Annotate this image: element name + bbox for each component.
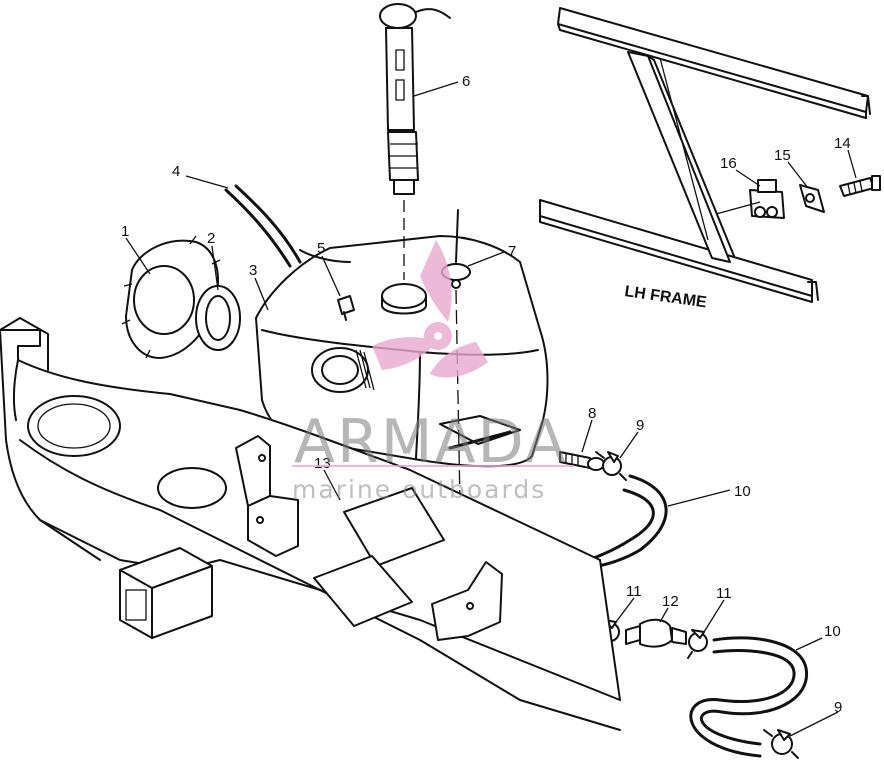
hose-clamp-11-right (687, 629, 708, 659)
frame-clip-15 (799, 184, 825, 213)
armada-watermark: ARMADA marine outboards (292, 240, 574, 504)
callout-12: 12 (662, 593, 679, 610)
propeller-logo (372, 240, 488, 378)
dipstick (379, 3, 451, 280)
callout-2: 2 (207, 230, 215, 247)
callout-3: 3 (249, 262, 257, 279)
frame-bracket-16 (749, 179, 785, 219)
callout-6: 6 (462, 73, 470, 90)
callout-14: 14 (834, 135, 851, 152)
vent-fitting (337, 295, 355, 321)
callout-4: 4 (172, 163, 180, 180)
lh-frame (539, 7, 871, 303)
chassis-frame (0, 317, 621, 731)
lh-frame-label: LH FRAME (623, 283, 708, 311)
callout-1: 1 (121, 223, 129, 240)
callout-8: 8 (588, 405, 596, 422)
callout-5: 5 (317, 240, 325, 257)
filler-cap (121, 235, 221, 359)
callout-15: 15 (774, 147, 791, 164)
callout-9-lower: 9 (834, 699, 842, 716)
hose-clamp-9-upper (595, 451, 627, 481)
callout-13: 13 (314, 455, 331, 472)
inline-filter (625, 618, 687, 648)
vent-hose (224, 184, 302, 268)
leader-lines (125, 81, 857, 737)
oil-hose-lower (689, 636, 809, 758)
hose-clamp-9-lower (763, 729, 799, 759)
callout-10-lower: 10 (824, 623, 841, 640)
callout-11-left: 11 (626, 583, 642, 600)
callout-16: 16 (720, 155, 737, 172)
hose-fitting-8 (559, 451, 605, 471)
callout-10-upper: 10 (734, 483, 751, 500)
gasket (195, 285, 241, 351)
callout-7: 7 (508, 243, 516, 260)
callout-11-right: 11 (716, 585, 732, 602)
watermark-tagline: marine outboards (292, 475, 546, 504)
bolt-14 (839, 175, 881, 197)
callout-9-upper: 9 (636, 417, 644, 434)
